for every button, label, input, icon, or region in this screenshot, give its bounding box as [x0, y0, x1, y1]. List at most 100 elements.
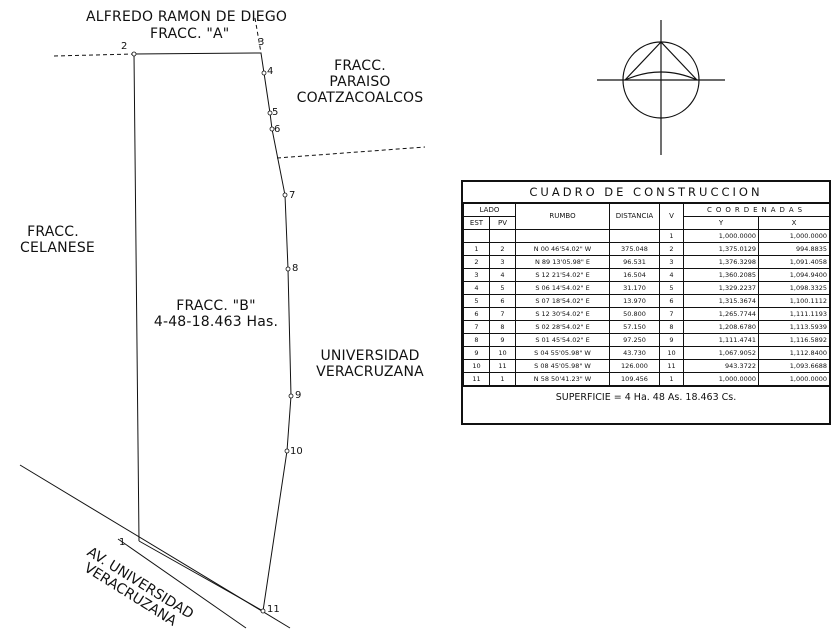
vertex-marker [267, 110, 273, 116]
cell-v: 1 [659, 372, 684, 386]
cell-y: 1,208.6780 [683, 320, 759, 334]
cell-dist: 43.730 [609, 346, 660, 360]
header-rumbo: RUMBO [515, 203, 610, 230]
cell-x: 1,000.0000 [757, 372, 831, 386]
cell-v: 3 [659, 255, 684, 269]
cell-x: 1,000.0000 [757, 229, 831, 243]
neighbor-label-fracc-a: FRACC. "A" [150, 26, 230, 42]
superficie-total: SUPERFICIE = 4 Ha. 48 As. 18.463 Cs. [463, 386, 829, 409]
cell-dist: 96.531 [609, 255, 660, 269]
universidad-line-2: VERACRUZANA [316, 364, 424, 380]
cell-pv: 8 [489, 320, 516, 334]
header-distancia: DISTANCIA [609, 203, 660, 230]
paraiso-line-1: FRACC. [334, 58, 386, 74]
cell-x: 1,112.8400 [757, 346, 831, 360]
vertex-marker [261, 70, 267, 76]
vertex-label-8: 8 [292, 263, 299, 274]
neighbor-label-celanese: FRACC. CELANESE [20, 224, 95, 256]
cell-y: 1,265.7744 [683, 307, 759, 321]
vertex-marker [288, 393, 294, 399]
vertex-label-4: 4 [267, 66, 274, 77]
cell-y: 1,376.3298 [683, 255, 759, 269]
cell-v: 1 [659, 229, 684, 243]
cell-pv: 5 [489, 281, 516, 295]
cell-dist: 126.000 [609, 359, 660, 373]
cell-dist: 109.456 [609, 372, 660, 386]
cell-v: 7 [659, 307, 684, 321]
header-lado: LADO [463, 203, 516, 217]
boundary-line [133, 52, 292, 612]
cell-rumbo: S 02 28'54.02" E [515, 320, 610, 334]
cell-rumbo: S 04 55'05.98" W [515, 346, 610, 360]
lot-label: FRACC. "B" 4-48-18.463 Has. [142, 298, 290, 330]
cell-v: 9 [659, 333, 684, 347]
vertex-marker [260, 608, 266, 614]
cell-y: 1,000.0000 [683, 372, 759, 386]
cell-v: 4 [659, 268, 684, 282]
cell-y: 943.3722 [683, 359, 759, 373]
cell-rumbo: S 12 21'54.02" E [515, 268, 610, 282]
cell-rumbo: S 01 45'54.02" E [515, 333, 610, 347]
dashed-extension-top-left [53, 53, 135, 57]
cell-pv: 6 [489, 294, 516, 308]
cell-pv: 7 [489, 307, 516, 321]
dashed-extension-right [276, 146, 426, 159]
cell-est: 1 [463, 242, 490, 256]
cell-pv: 1 [489, 372, 516, 386]
vertex-label-6: 6 [274, 124, 281, 135]
cell-x: 1,116.5892 [757, 333, 831, 347]
cell-y: 1,000.0000 [683, 229, 759, 243]
cell-y: 1,067.9052 [683, 346, 759, 360]
cell-est: 11 [463, 372, 490, 386]
cell-y: 1,315.3674 [683, 294, 759, 308]
cell-x: 1,111.1193 [757, 307, 831, 321]
cell-est: 5 [463, 294, 490, 308]
celanese-line-1: FRACC. [27, 224, 79, 240]
lot-name: FRACC. "B" [176, 298, 256, 314]
road-line-inner [19, 464, 291, 629]
cell-y: 1,375.0129 [683, 242, 759, 256]
header-pv: PV [489, 216, 516, 230]
cell-pv: 9 [489, 333, 516, 347]
table-grid: LADO RUMBO DISTANCIA V COORDENADAS EST P… [463, 203, 831, 386]
header-coordenadas: COORDENADAS [682, 203, 831, 217]
cell-dist: 57.150 [609, 320, 660, 334]
cell-dist: 50.800 [609, 307, 660, 321]
paraiso-line-2: PARAISO [329, 74, 391, 90]
cell-x: 1,094.9400 [757, 268, 831, 282]
cell-est: 3 [463, 268, 490, 282]
cell-y: 1,329.2237 [683, 281, 759, 295]
cell-dist: 13.970 [609, 294, 660, 308]
cell-x: 1,091.4058 [757, 255, 831, 269]
cell-x: 1,098.3325 [757, 281, 831, 295]
cell-est: 7 [463, 320, 490, 334]
neighbor-label-paraiso: FRACC. PARAISO COATZACOALCOS [296, 58, 424, 106]
cell-rumbo: N 00 46'54.02" W [515, 242, 610, 256]
cell-pv: 2 [489, 242, 516, 256]
cell-v: 8 [659, 320, 684, 334]
neighbor-label-universidad: UNIVERSIDAD VERACRUZANA [312, 348, 428, 380]
cell-dist: 31.170 [609, 281, 660, 295]
cell-est: 8 [463, 333, 490, 347]
header-x: X [757, 216, 831, 230]
cell-v: 10 [659, 346, 684, 360]
cell-pv: 3 [489, 255, 516, 269]
cell-x: 1,113.5939 [757, 320, 831, 334]
cell-dist: 375.048 [609, 242, 660, 256]
cell-pv: 11 [489, 359, 516, 373]
vertex-marker [284, 448, 290, 454]
vertex-label-1: 1 [119, 537, 126, 548]
dashed-extension-top [254, 17, 262, 54]
cell-rumbo: S 12 30'54.02" E [515, 307, 610, 321]
header-est: EST [463, 216, 490, 230]
lot-area: 4-48-18.463 Has. [153, 314, 279, 330]
